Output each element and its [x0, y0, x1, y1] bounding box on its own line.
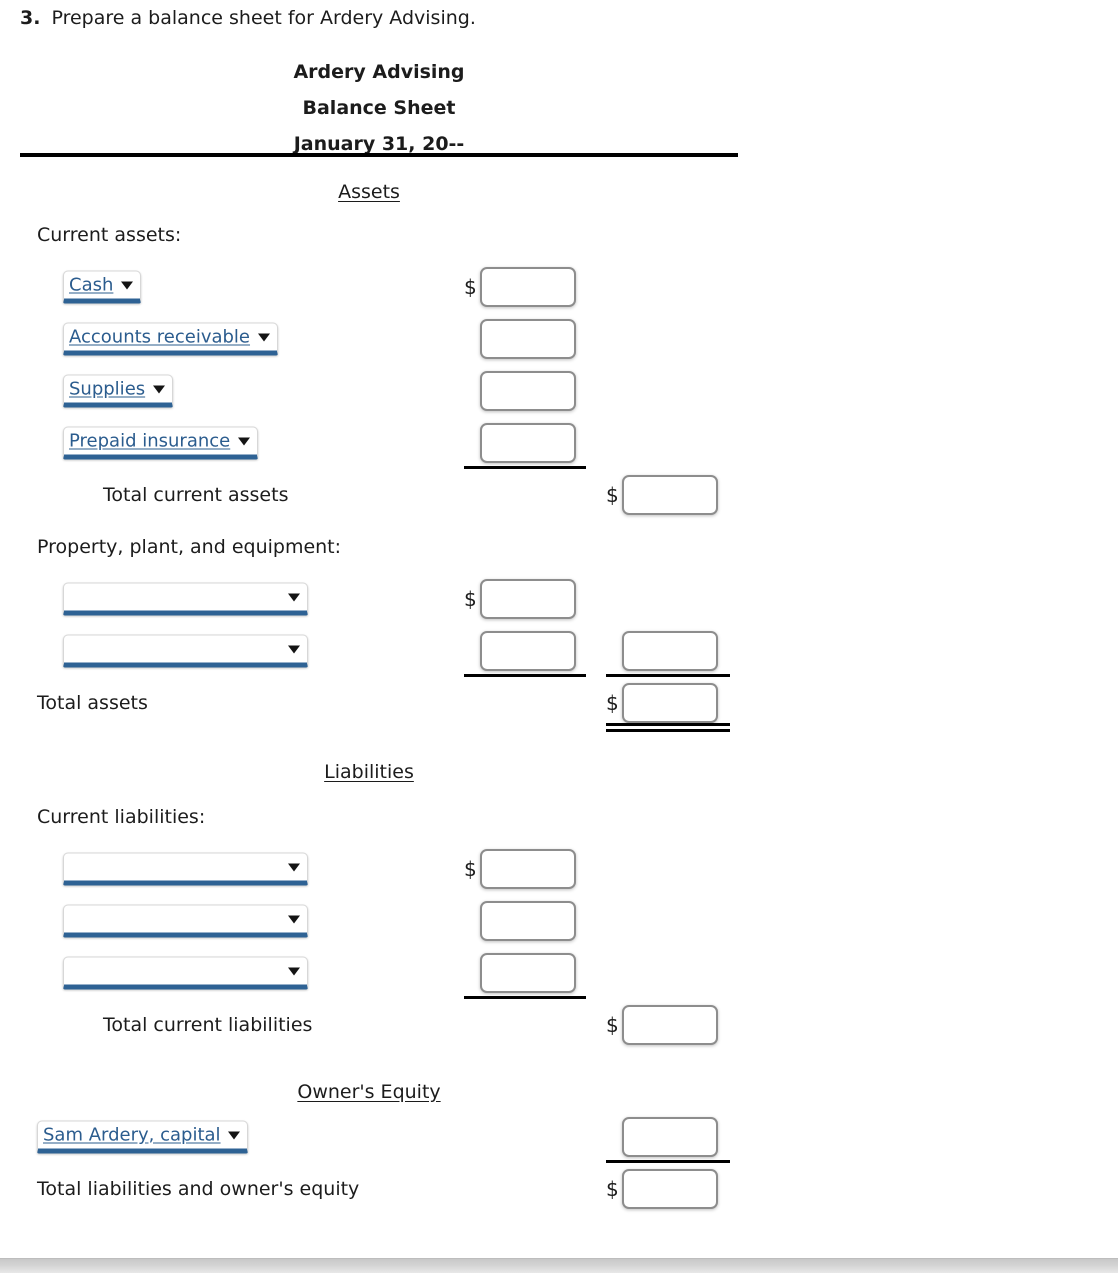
label-total-current-liabilities: Total current liabilities: [103, 1014, 313, 1036]
amount-total-assets[interactable]: [622, 683, 718, 723]
dropdown-current-liability-1-wrap[interactable]: [63, 852, 308, 886]
row-current-asset-4: Prepaid insurance: [0, 417, 1118, 469]
row-current-assets-header: Current assets:: [0, 209, 1118, 261]
row-ppe-1: $: [0, 573, 1118, 625]
amount-accounts-receivable[interactable]: [480, 319, 576, 359]
label-ppe: Property, plant, and equipment:: [37, 536, 342, 558]
dropdown-current-liability-2[interactable]: [63, 904, 308, 938]
balance-sheet-body: Assets Current assets: Cash $ Accounts r…: [0, 165, 1118, 1215]
amount-total-liab-and-equity[interactable]: [622, 1169, 718, 1209]
question-number: 3.: [20, 7, 41, 29]
dropdown-current-asset-1-wrap[interactable]: Cash: [63, 270, 141, 304]
row-owners-capital: Sam Ardery, capital: [0, 1111, 1118, 1163]
label-total-assets: Total assets: [37, 692, 148, 714]
row-current-liabilities-header: Current liabilities:: [0, 791, 1118, 843]
dropdown-owners-capital-wrap[interactable]: Sam Ardery, capital: [37, 1120, 248, 1154]
row-total-liabilities-and-equity: Total liabilities and owner's equity $: [0, 1163, 1118, 1215]
amount-total-current-liabilities[interactable]: [622, 1005, 718, 1045]
horizontal-scrollbar[interactable]: [0, 1258, 1118, 1273]
row-current-liability-2: [0, 895, 1118, 947]
amount-ppe-1[interactable]: [480, 579, 576, 619]
row-ppe-header: Property, plant, and equipment:: [0, 521, 1118, 573]
dropdown-current-liability-2-wrap[interactable]: [63, 904, 308, 938]
row-total-assets: Total assets $: [0, 677, 1118, 732]
amount-ppe-total[interactable]: [622, 631, 718, 671]
currency-symbol: $: [606, 483, 619, 507]
label-current-liabilities: Current liabilities:: [37, 806, 206, 828]
dropdown-current-liability-3[interactable]: [63, 956, 308, 990]
currency-symbol: $: [464, 587, 477, 611]
row-current-asset-3: Supplies: [0, 365, 1118, 417]
dropdown-current-asset-4[interactable]: Prepaid insurance: [63, 426, 258, 460]
amount-prepaid-insurance[interactable]: [480, 423, 576, 463]
amount-current-liability-1[interactable]: [480, 849, 576, 889]
header-rule: [20, 153, 738, 157]
label-total-liab-and-equity: Total liabilities and owner's equity: [37, 1178, 360, 1200]
question-text: Prepare a balance sheet for Ardery Advis…: [51, 7, 476, 29]
row-current-liability-3: [0, 947, 1118, 999]
dropdown-current-asset-4-wrap[interactable]: Prepaid insurance: [63, 426, 258, 460]
dropdown-current-asset-2-wrap[interactable]: Accounts receivable: [63, 322, 278, 356]
statement-date: January 31, 20--: [293, 133, 465, 155]
subtotal-rule-equity: [606, 1160, 730, 1163]
equity-section-heading: Owner's Equity: [0, 1051, 738, 1111]
dropdown-ppe-2[interactable]: [63, 634, 308, 668]
total-rule-assets-double: [606, 723, 730, 732]
row-current-liability-1: $: [0, 843, 1118, 895]
currency-symbol: $: [464, 857, 477, 881]
label-total-current-assets: Total current assets: [103, 484, 289, 506]
dropdown-owners-capital[interactable]: Sam Ardery, capital: [37, 1120, 248, 1154]
amount-current-liability-3[interactable]: [480, 953, 576, 993]
label-current-assets: Current assets:: [37, 224, 182, 246]
currency-symbol: $: [606, 1013, 619, 1037]
liabilities-section-heading: Liabilities: [0, 729, 738, 791]
row-ppe-2: [0, 625, 1118, 677]
currency-symbol: $: [464, 275, 477, 299]
row-current-asset-2: Accounts receivable: [0, 313, 1118, 365]
amount-ppe-2[interactable]: [480, 631, 576, 671]
dropdown-current-asset-3[interactable]: Supplies: [63, 374, 173, 408]
amount-total-current-assets[interactable]: [622, 475, 718, 515]
row-total-current-assets: Total current assets $: [0, 469, 1118, 521]
currency-symbol: $: [606, 691, 619, 715]
liabilities-heading-label: Liabilities: [324, 761, 414, 783]
row-current-asset-1: Cash $: [0, 261, 1118, 313]
company-name: Ardery Advising: [293, 61, 465, 83]
subtotal-rule-ppe-col1: [464, 674, 586, 677]
dropdown-current-asset-3-wrap[interactable]: Supplies: [63, 374, 173, 408]
question-line: 3. Prepare a balance sheet for Ardery Adv…: [20, 4, 476, 32]
dropdown-current-liability-3-wrap[interactable]: [63, 956, 308, 990]
amount-owners-capital[interactable]: [622, 1117, 718, 1157]
statement-title: Balance Sheet: [302, 97, 456, 119]
amount-supplies[interactable]: [480, 371, 576, 411]
assets-heading-label: Assets: [338, 181, 400, 203]
dropdown-current-asset-1[interactable]: Cash: [63, 270, 141, 304]
row-total-current-liabilities: Total current liabilities $: [0, 999, 1118, 1051]
subtotal-rule-current-liabilities: [464, 996, 586, 999]
statement-header: Ardery Advising Balance Sheet January 31…: [20, 54, 738, 162]
dropdown-ppe-1-wrap[interactable]: [63, 582, 308, 616]
assets-section-heading: Assets: [0, 165, 738, 209]
equity-heading-label: Owner's Equity: [297, 1081, 441, 1103]
dropdown-ppe-1[interactable]: [63, 582, 308, 616]
subtotal-rule-ppe-col2: [606, 674, 730, 677]
dropdown-ppe-2-wrap[interactable]: [63, 634, 308, 668]
dropdown-current-asset-2[interactable]: Accounts receivable: [63, 322, 278, 356]
amount-cash[interactable]: [480, 267, 576, 307]
currency-symbol: $: [606, 1177, 619, 1201]
amount-current-liability-2[interactable]: [480, 901, 576, 941]
dropdown-current-liability-1[interactable]: [63, 852, 308, 886]
subtotal-rule-current-assets: [464, 466, 586, 469]
